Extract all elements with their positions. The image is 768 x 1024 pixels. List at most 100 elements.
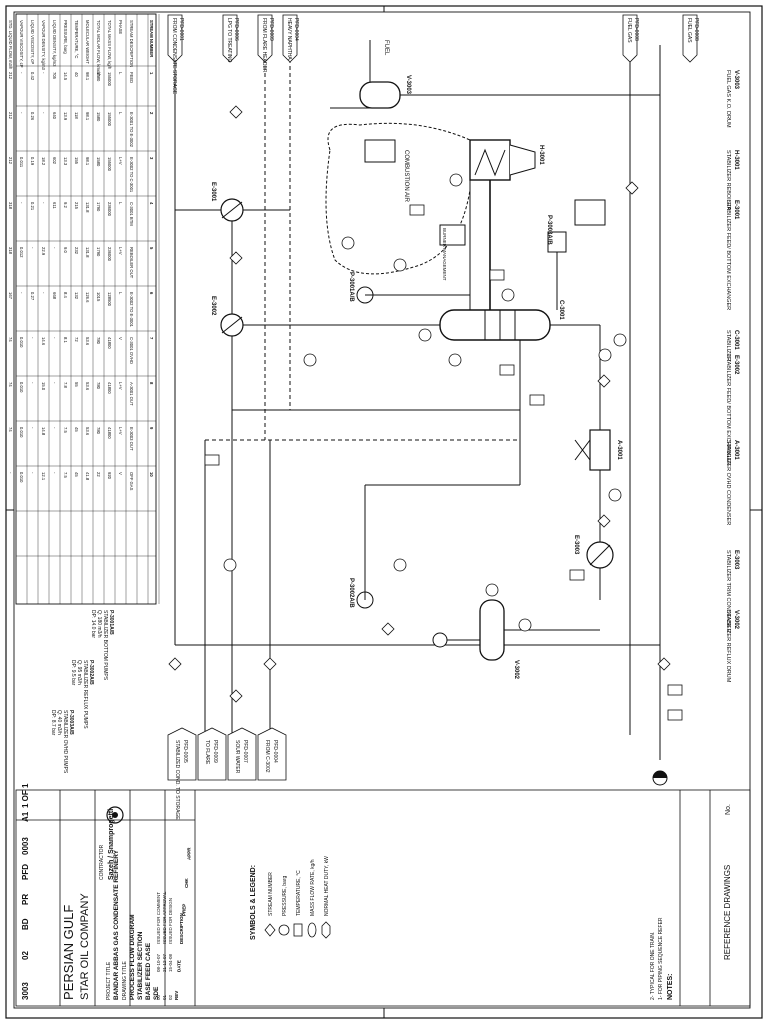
table-row-label: PRESSURE, barg [63,20,68,54]
trim-condenser-arrow [589,544,611,566]
table-cell: L+V [118,382,123,390]
stream-diamond [229,251,243,265]
pump-note-name: STABILIZER OVHD PUMPS [62,710,68,774]
svg-text:HEAVY NAPHTHA: HEAVY NAPHTHA [286,18,292,60]
table-cell: - [52,472,57,474]
table-cell: - [30,427,35,429]
equipment-tag: A-3001 [733,440,739,460]
table-cell: 318 [8,202,13,210]
revision-header: DATE [177,960,182,972]
table-cell: 98.1 [85,72,90,81]
table-cell: 72 [74,337,79,342]
instrument-bubble [303,353,317,367]
table-cell: 1580 [96,157,101,167]
table-cell: 14.6 [41,337,46,346]
table-header-cell: 2 [149,112,154,115]
instrument-box [489,269,505,281]
table-cell: 0.19 [30,157,35,166]
instrument-bubble [485,583,499,597]
table-cell: 22.9 [41,247,46,256]
instrument-box [499,364,515,376]
sequence-code: 0003 [21,837,30,855]
company-name-line-1: PERSIAN GULF [61,905,76,1000]
table-cell: - [41,112,46,114]
connector-heavy-naphtha: HEAVY NAPHTHA PFD-0004 [282,14,299,63]
table-cell: 98.1 [85,157,90,166]
connectors: FROM CONDENSATE STORAGE PFD-0001 LPG TO … [167,14,699,820]
table-cell: 14.8 [41,427,46,436]
pump-note-head: DP: 14.0 bar [90,610,96,638]
table-cell: 0.010 [19,472,24,483]
table-cell: 132 [74,292,79,300]
table-cell: 0.012 [19,247,24,258]
connector-sour-water: SOUR WATER PFD-0007 [227,727,257,781]
table-header-cell: 5 [149,247,154,250]
table-header-cell: 8 [149,382,154,385]
table-cell: 8.1 [63,337,68,343]
reference-no-label: No. [725,804,732,815]
table-cell: 7.8 [63,382,68,388]
instrument-box [409,204,425,216]
table-cell: 55 [74,382,79,387]
table-cell: 232 [74,247,79,255]
table-cell: 640 [52,112,57,120]
legend-title: SYMBOLS & LEGEND: [250,865,257,940]
legend-label: NORMAL HEAT DUTY, kW [324,856,330,916]
instrument-box [529,394,545,406]
svg-text:FROM C-3002: FROM C-3002 [264,740,270,773]
sheet-count: 1 OF 1 [21,783,30,808]
table-row-label: STREAM DESCRIPTION [129,20,134,67]
legend-rect-icon [293,923,303,937]
table-cell: - [19,72,24,74]
reflux-drum-tag: V-3002 [513,660,519,680]
table-cell: C-3001 BTM [129,202,134,226]
table-cell: V [118,337,123,340]
table-cell: 41800 [107,382,112,394]
svg-text:FROM FLARE HEADER: FROM FLARE HEADER [261,18,267,73]
title-block-border [15,789,751,1007]
table-cell: 41800 [107,337,112,349]
table-header-cell: STREAM NUMBER [149,20,154,57]
table-cell: V [118,472,123,475]
north-arrow-icon [652,770,668,786]
table-cell: 74 [8,337,13,342]
equipment-tag: E-3001 [733,200,739,220]
table-cell: 14.5 [63,72,68,81]
svg-text:FUEL GAS: FUEL GAS [626,18,632,43]
table-row-label: STD. LIQUID FLOW, m3/h [8,20,13,70]
table-header-cell: 4 [149,202,154,205]
svg-text:TO FLARE: TO FLARE [204,740,210,765]
burner-panel-1 [364,139,396,163]
equipment-tag: E-3002 [733,355,739,375]
stream-diamond [229,689,243,703]
table-cell: 780 [96,427,101,435]
air-cooler-shape [589,429,611,471]
table-cell: 45 [74,427,79,432]
table-cell: 155 [74,157,79,165]
table-cell: 7.5 [63,427,68,433]
instrument-bubble [418,328,432,342]
table-header-cell: 3 [149,157,154,160]
air-cooler-fan-b [574,439,591,461]
burner-panel-2 [439,224,466,246]
table-cell: 668 [52,292,57,300]
instrument-box [667,684,683,696]
instrument-bubble [223,558,237,572]
instrument-bubbles [168,105,683,721]
instrument-bubble [393,558,407,572]
table-cell: 0.010 [19,382,24,393]
stream-diamond [597,374,611,388]
table-cell: 0.010 [19,427,24,438]
table-cell: 9.2 [63,202,68,208]
table-row-label: TOTAL MOLAR FLOW, kmol/h [96,20,101,77]
pfd-code: PFD [21,864,30,880]
reboiler-shape [469,139,511,181]
table-cell: 212 [8,72,13,80]
table-header-cell: 1 [149,72,154,75]
pump-note-duty: Q: 180 m3/h [96,610,102,638]
table-cell: 1580 [96,112,101,122]
revision-cell: 01 [162,994,167,1000]
instrument-bubble [501,288,515,302]
revision-cell: ISSUED FOR APPROVAL [162,891,167,944]
